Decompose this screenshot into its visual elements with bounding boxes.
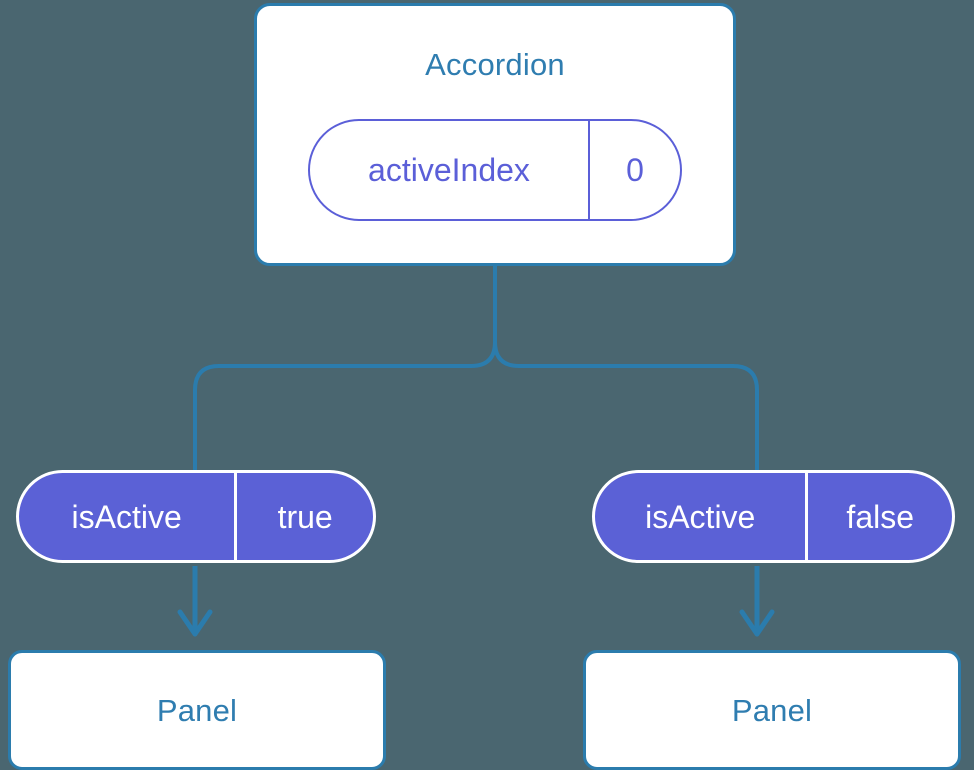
arrow-down-icon-right [739,566,775,637]
prop-pill-is-active-true[interactable]: isActive true [16,470,376,563]
connector-root-to-left-branch [193,340,497,472]
state-key-label: activeIndex [368,152,530,188]
state-pill-active-index[interactable]: activeIndex 0 [308,119,682,221]
connector-root-to-right-branch [493,264,759,472]
prop-key-label: isActive [71,498,182,535]
prop-pill-is-active-false[interactable]: isActive false [592,470,955,563]
prop-value-label: true [234,473,373,560]
component-title-panel-right: Panel [731,692,813,728]
component-node-panel-right[interactable]: Panel [583,650,961,770]
component-title-panel-left: Panel [156,692,238,728]
arrow-down-icon-left [177,566,213,637]
component-title-accordion: Accordion [425,47,565,82]
prop-value-label: false [805,473,952,560]
prop-key-label: isActive [645,498,756,535]
component-node-panel-left[interactable]: Panel [8,650,386,770]
state-value-label: 0 [587,121,680,219]
